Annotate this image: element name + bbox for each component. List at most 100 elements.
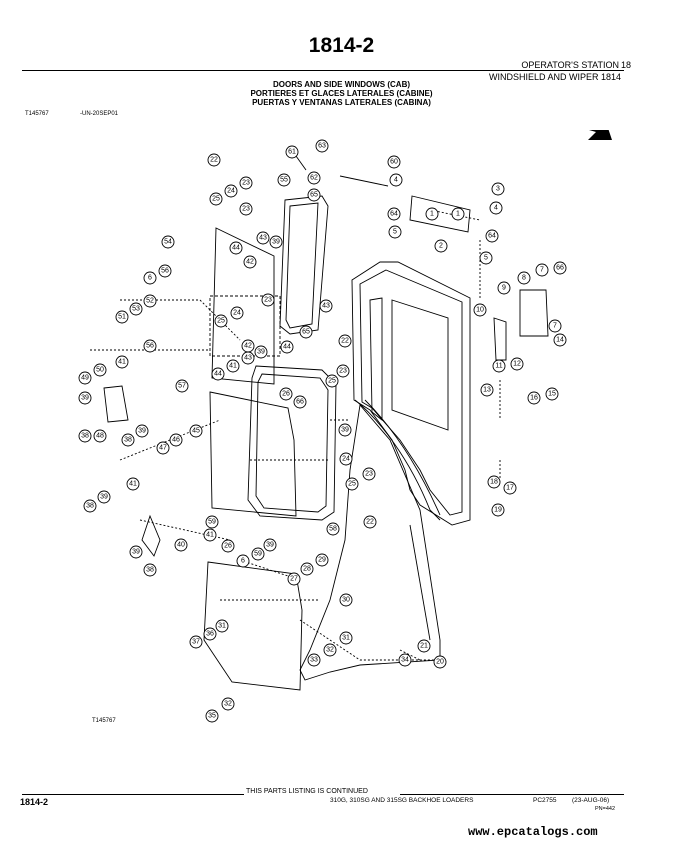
callout-9: 9 [497, 281, 511, 295]
svg-text:24: 24 [233, 310, 241, 317]
section-title: OPERATOR'S STATION [521, 60, 619, 70]
callout-25b: 25 [214, 314, 228, 328]
svg-text:15: 15 [548, 391, 556, 398]
callout-44b: 44 [280, 340, 294, 354]
svg-text:7: 7 [553, 323, 557, 330]
svg-text:49: 49 [81, 375, 89, 382]
svg-text:21: 21 [420, 643, 428, 650]
callout-48: 48 [93, 429, 107, 443]
svg-text:46: 46 [172, 437, 180, 444]
svg-text:43: 43 [322, 303, 330, 310]
svg-text:47: 47 [159, 445, 167, 452]
callout-3: 3 [491, 182, 505, 196]
svg-text:50: 50 [96, 367, 104, 374]
title-french: PORTIERES ET GLACES LATERALES (CABINE) [250, 89, 433, 98]
callout-23d: 23 [336, 364, 350, 378]
callout-28: 28 [300, 562, 314, 576]
footer-page-number: 1814-2 [20, 797, 49, 807]
svg-text:34: 34 [401, 657, 409, 664]
callout-7: 7 [535, 263, 549, 277]
callout-29: 29 [315, 553, 329, 567]
callout-10: 10 [473, 303, 487, 317]
svg-text:48: 48 [96, 433, 104, 440]
callout-56b: 56 [143, 339, 157, 353]
svg-text:1: 1 [456, 211, 460, 218]
callout-65b: 65 [299, 325, 313, 339]
figure-id-bottom: T145767 [92, 718, 116, 724]
svg-text:65: 65 [310, 192, 318, 199]
callout-38b: 38 [121, 433, 135, 447]
svg-text:36: 36 [206, 631, 214, 638]
svg-text:32: 32 [326, 647, 334, 654]
figure-id: T145767 [25, 111, 49, 117]
callout-22b: 22 [338, 334, 352, 348]
svg-text:22: 22 [366, 519, 374, 526]
rear-window-glass [211, 227, 275, 385]
svg-text:64: 64 [390, 211, 398, 218]
callout-13: 13 [480, 383, 494, 397]
callout-31b: 31 [339, 631, 353, 645]
callout-64b: 64 [485, 229, 499, 243]
callout-24: 24 [224, 184, 238, 198]
callout-36: 36 [203, 627, 217, 641]
footer-models: 310G, 310SG AND 315SG BACKHOE LOADERS [330, 797, 474, 804]
svg-text:41: 41 [129, 481, 137, 488]
svg-text:26: 26 [224, 543, 232, 550]
callout-30: 30 [339, 593, 353, 607]
callout-39g: 39 [129, 545, 143, 559]
svg-text:23: 23 [365, 471, 373, 478]
callout-11: 11 [492, 359, 506, 373]
callout-55: 55 [277, 173, 291, 187]
svg-text:65: 65 [302, 329, 310, 336]
callout-42: 42 [243, 255, 257, 269]
section-number: 18 [620, 60, 631, 70]
svg-text:19: 19 [494, 507, 502, 514]
svg-text:5: 5 [393, 229, 397, 236]
svg-text:13: 13 [483, 387, 491, 394]
callout-2: 2 [434, 239, 448, 253]
callout-62: 62 [307, 171, 321, 185]
svg-text:63: 63 [318, 143, 326, 150]
figure-date-code: -UN-20SEP01 [80, 111, 119, 117]
callout-41: 41 [115, 355, 129, 369]
footer-pn: PN=442 [595, 806, 616, 812]
svg-text:14: 14 [556, 337, 564, 344]
svg-text:4: 4 [394, 177, 398, 184]
callout-26: 26 [279, 387, 293, 401]
callout-44: 44 [229, 241, 243, 255]
header-rule [22, 70, 624, 71]
callout-5: 5 [479, 251, 493, 265]
svg-text:39: 39 [341, 427, 349, 434]
svg-text:32: 32 [224, 701, 232, 708]
svg-text:24: 24 [342, 456, 350, 463]
callout-43c: 43 [241, 351, 255, 365]
callout-6: 6 [143, 271, 157, 285]
callout-1b: 1 [451, 207, 465, 221]
svg-text:23: 23 [242, 206, 250, 213]
svg-text:44: 44 [232, 245, 240, 252]
callout-22: 22 [207, 153, 221, 167]
svg-text:2: 2 [439, 243, 443, 250]
svg-text:8: 8 [522, 275, 526, 282]
middle-side-glass [247, 365, 337, 521]
continued-rule-right [400, 794, 624, 795]
callout-31: 31 [215, 619, 229, 633]
callout-16: 16 [527, 391, 541, 405]
callout-37: 37 [189, 635, 203, 649]
svg-text:20: 20 [436, 659, 444, 666]
svg-text:45: 45 [192, 428, 200, 435]
lower-side-glass [209, 391, 297, 517]
svg-text:39: 39 [81, 395, 89, 402]
footer-catalog: PC2755 [533, 797, 557, 804]
callout-39e: 39 [338, 423, 352, 437]
svg-text:38: 38 [146, 567, 154, 574]
svg-text:64: 64 [488, 233, 496, 240]
callout-4: 4 [489, 201, 503, 215]
svg-text:58: 58 [329, 526, 337, 533]
lower-door-panel [299, 403, 441, 681]
callout-41b: 41 [226, 359, 240, 373]
svg-text:24: 24 [227, 188, 235, 195]
callout-43b: 43 [319, 299, 333, 313]
svg-text:4: 4 [494, 205, 498, 212]
svg-text:39: 39 [272, 239, 280, 246]
